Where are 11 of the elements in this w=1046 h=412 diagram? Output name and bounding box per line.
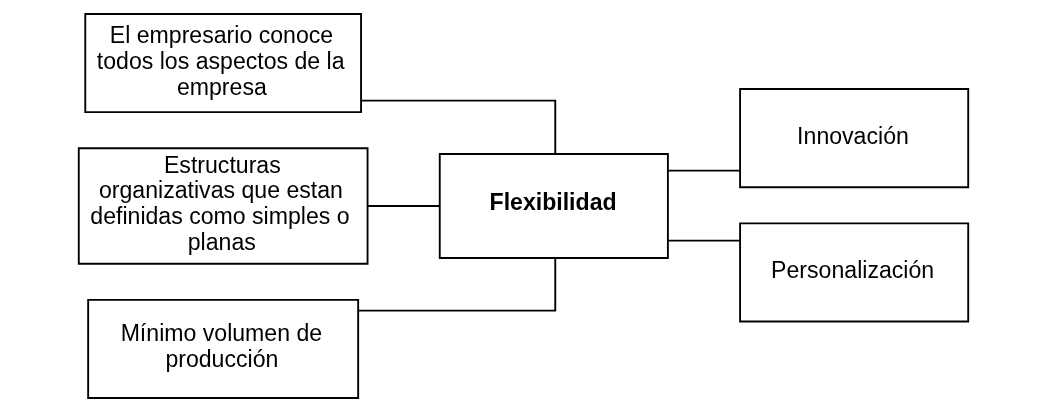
- connector: [366, 205, 440, 207]
- connector: [666, 239, 741, 242]
- node-box: Mínimo volumen de producción: [86, 298, 359, 399]
- node-box: Flexibilidad: [438, 153, 669, 259]
- node-box: El empresario conoce todos los aspectos de la empresa: [83, 13, 362, 114]
- connector: [666, 169, 741, 172]
- node-box: Innovación: [738, 88, 969, 189]
- connector: [359, 99, 556, 155]
- connector: [356, 257, 556, 312]
- node-box: Estructuras organizativas que estan definidas como simples o planas: [77, 147, 368, 265]
- node-box: Personalización: [738, 222, 969, 323]
